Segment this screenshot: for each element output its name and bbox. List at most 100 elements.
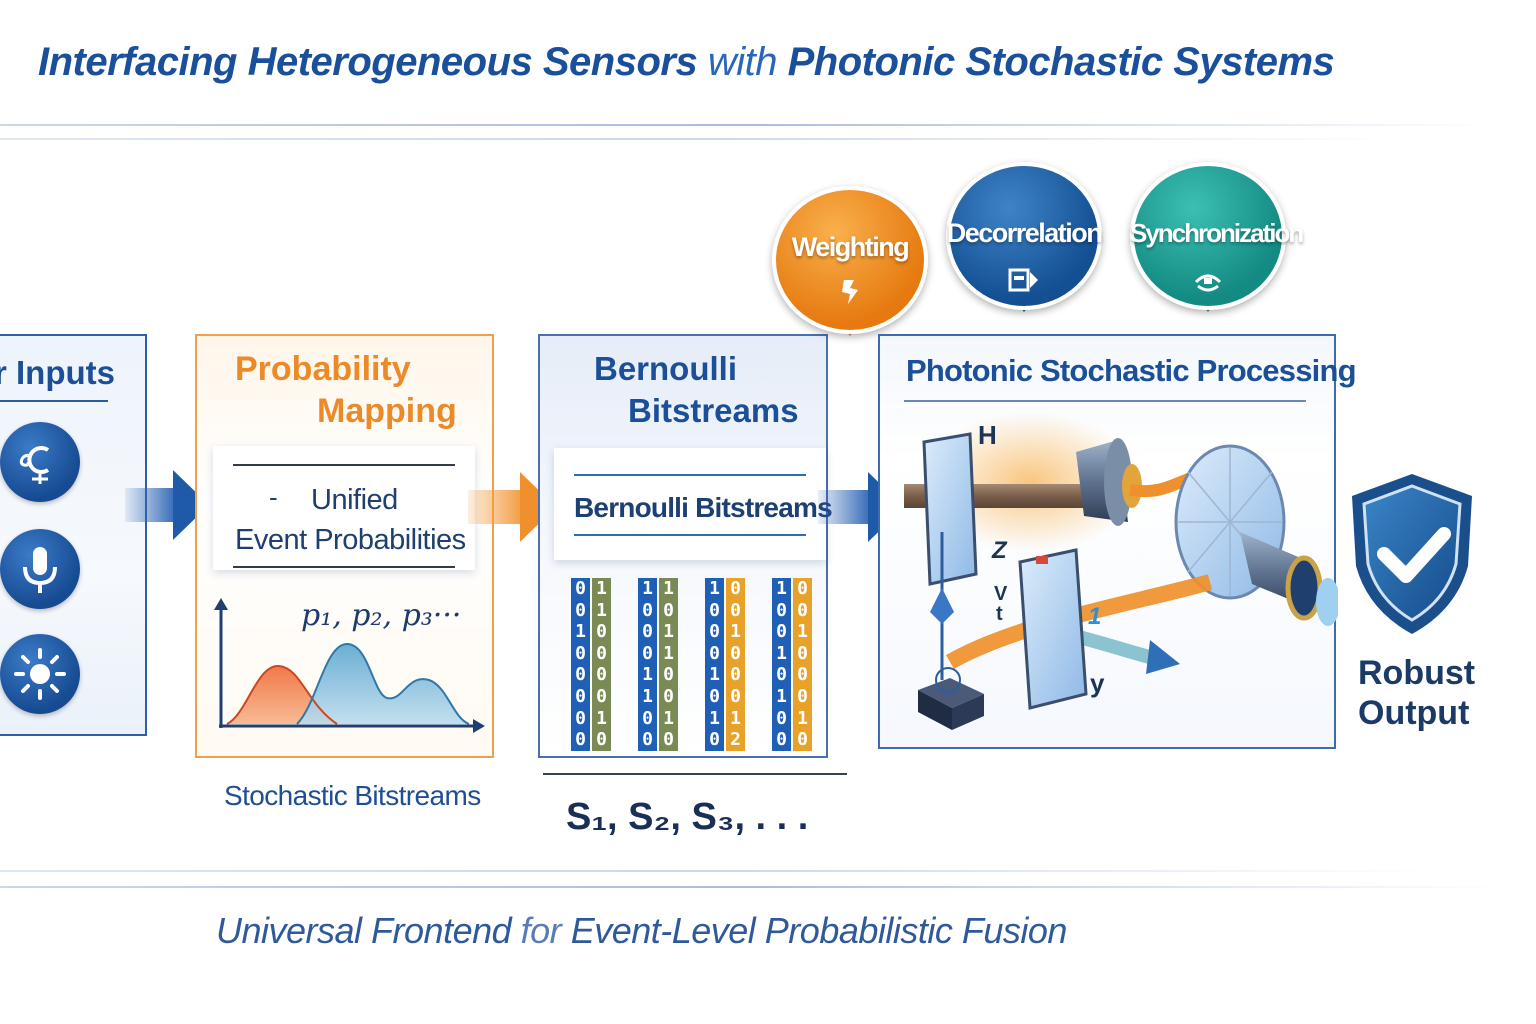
- title-connector: with: [707, 40, 778, 84]
- decorrelation-badge-circle: [946, 162, 1102, 310]
- photonic-optical-setup: H Z V t 1 y: [904, 412, 1338, 730]
- footer-part2: Event-Level Probabilistic Fusion: [570, 910, 1068, 951]
- shield-check-icon: [1352, 474, 1472, 634]
- bitstream-formula: S₁, S₂, S₃, . . .: [566, 796, 809, 838]
- bit: 1: [663, 642, 674, 664]
- footer-text: Universal Frontend for Event-Level Proba…: [216, 910, 1067, 952]
- decorrelation-label: Decorrelation: [946, 218, 1103, 248]
- bit: 0: [730, 685, 741, 707]
- bit: 1: [663, 578, 674, 599]
- top-divider: [0, 124, 1490, 126]
- bit: 1: [709, 578, 720, 599]
- bit: 0: [730, 599, 741, 621]
- capacitive-sensor-icon: [0, 422, 80, 502]
- bernoulli-title-2: Bitstreams: [628, 392, 799, 429]
- bit: 0: [797, 664, 808, 686]
- bit: 1: [730, 707, 741, 729]
- card-top-rule: [233, 464, 455, 466]
- bit: 0: [663, 685, 674, 707]
- bit: 0: [797, 599, 808, 621]
- bit: 0: [797, 685, 808, 707]
- bit: 1: [797, 707, 808, 729]
- bottom-divider-2: [0, 886, 1500, 888]
- bit: 1: [776, 642, 787, 664]
- bit: 0: [797, 729, 808, 751]
- bit: 0: [776, 621, 787, 643]
- bit: 0: [642, 729, 653, 751]
- decorrelation-icon: [1008, 268, 1038, 292]
- photonic-label-one: 1: [1088, 603, 1101, 630]
- bit: 1: [797, 621, 808, 643]
- bit: 1: [709, 707, 720, 729]
- photonic-title: Photonic Stochastic Processing: [906, 353, 1357, 388]
- bit: 0: [709, 685, 720, 707]
- sun-icon: [0, 634, 80, 714]
- photonic-label-t: t: [996, 603, 1003, 625]
- bit: 1: [642, 685, 653, 707]
- bit: 0: [776, 729, 787, 751]
- weighting-icon: [842, 280, 858, 304]
- bit: 0: [776, 664, 787, 686]
- stochastic-bitstreams-caption: Stochastic Bitstreams: [224, 780, 481, 811]
- sensor-inputs-panel: r Inputs: [0, 334, 147, 736]
- decorrelation-badge: Decorrelation: [946, 162, 1103, 312]
- page-title: Interfacing Heterogeneous Sensors with P…: [38, 40, 1335, 85]
- bit: 0: [776, 707, 787, 729]
- bit: 0: [776, 599, 787, 621]
- robust-output-line-2: Output: [1358, 694, 1470, 732]
- photonic-label-v: V: [994, 583, 1008, 605]
- photonic-label-z: Z: [991, 537, 1008, 564]
- probability-mapping-title-2: Mapping: [317, 392, 457, 430]
- bit: 0: [642, 707, 653, 729]
- bit: 1: [776, 578, 787, 599]
- photonic-processing-panel: Photonic Stochastic Processing: [878, 334, 1357, 749]
- bit: 0: [642, 599, 653, 621]
- bit: 1: [596, 707, 607, 729]
- bernoulli-card-top-rule: [574, 474, 806, 476]
- probability-mapping-panel: Probability Mapping - Unified Event Prob…: [195, 334, 494, 758]
- card-line-1: Unified: [311, 484, 398, 516]
- bit: 0: [663, 599, 674, 621]
- bit: 1: [776, 685, 787, 707]
- footer-connector: for: [520, 910, 562, 951]
- bit: 0: [575, 685, 586, 707]
- bit: 0: [797, 642, 808, 664]
- card-bullet: -: [269, 482, 278, 512]
- bottom-divider: [0, 870, 1440, 872]
- bitstream-baseline: [543, 773, 847, 775]
- bit: 0: [575, 599, 586, 621]
- title-part1: Interfacing Heterogeneous Sensors: [38, 40, 698, 84]
- sensor-inputs-underline: [0, 400, 108, 402]
- weighting-badge-circle: [772, 186, 928, 334]
- bit: 0: [596, 664, 607, 686]
- bit: 0: [709, 599, 720, 621]
- card-line-2: Event Probabilities: [235, 524, 466, 556]
- bit: 0: [642, 621, 653, 643]
- bit: 0: [596, 685, 607, 707]
- sensor-inputs-title: r Inputs: [0, 354, 115, 391]
- bit: 0: [709, 621, 720, 643]
- bit: 1: [596, 599, 607, 621]
- bernoulli-card-bottom-rule: [574, 534, 806, 536]
- robust-output-line-1: Robust: [1358, 654, 1476, 692]
- unified-probabilities-card: - Unified Event Probabilities: [213, 446, 475, 570]
- bernoulli-card-label: Bernoulli Bitstreams: [574, 492, 833, 523]
- probability-formula: p₁, p₂, p₃···: [301, 598, 462, 633]
- card-bottom-rule: [233, 566, 455, 568]
- bit: 0: [575, 664, 586, 686]
- bit: 0: [730, 642, 741, 664]
- weighting-badge: Weighting: [772, 186, 928, 336]
- photonic-title-underline: [904, 400, 1306, 402]
- bit: 0: [709, 642, 720, 664]
- bit: 1: [663, 621, 674, 643]
- bit: 0: [709, 729, 720, 751]
- bernoulli-title-1: Bernoulli: [594, 350, 738, 387]
- bit: 0: [575, 729, 586, 751]
- bit: 0: [642, 642, 653, 664]
- bit: 0: [663, 729, 674, 751]
